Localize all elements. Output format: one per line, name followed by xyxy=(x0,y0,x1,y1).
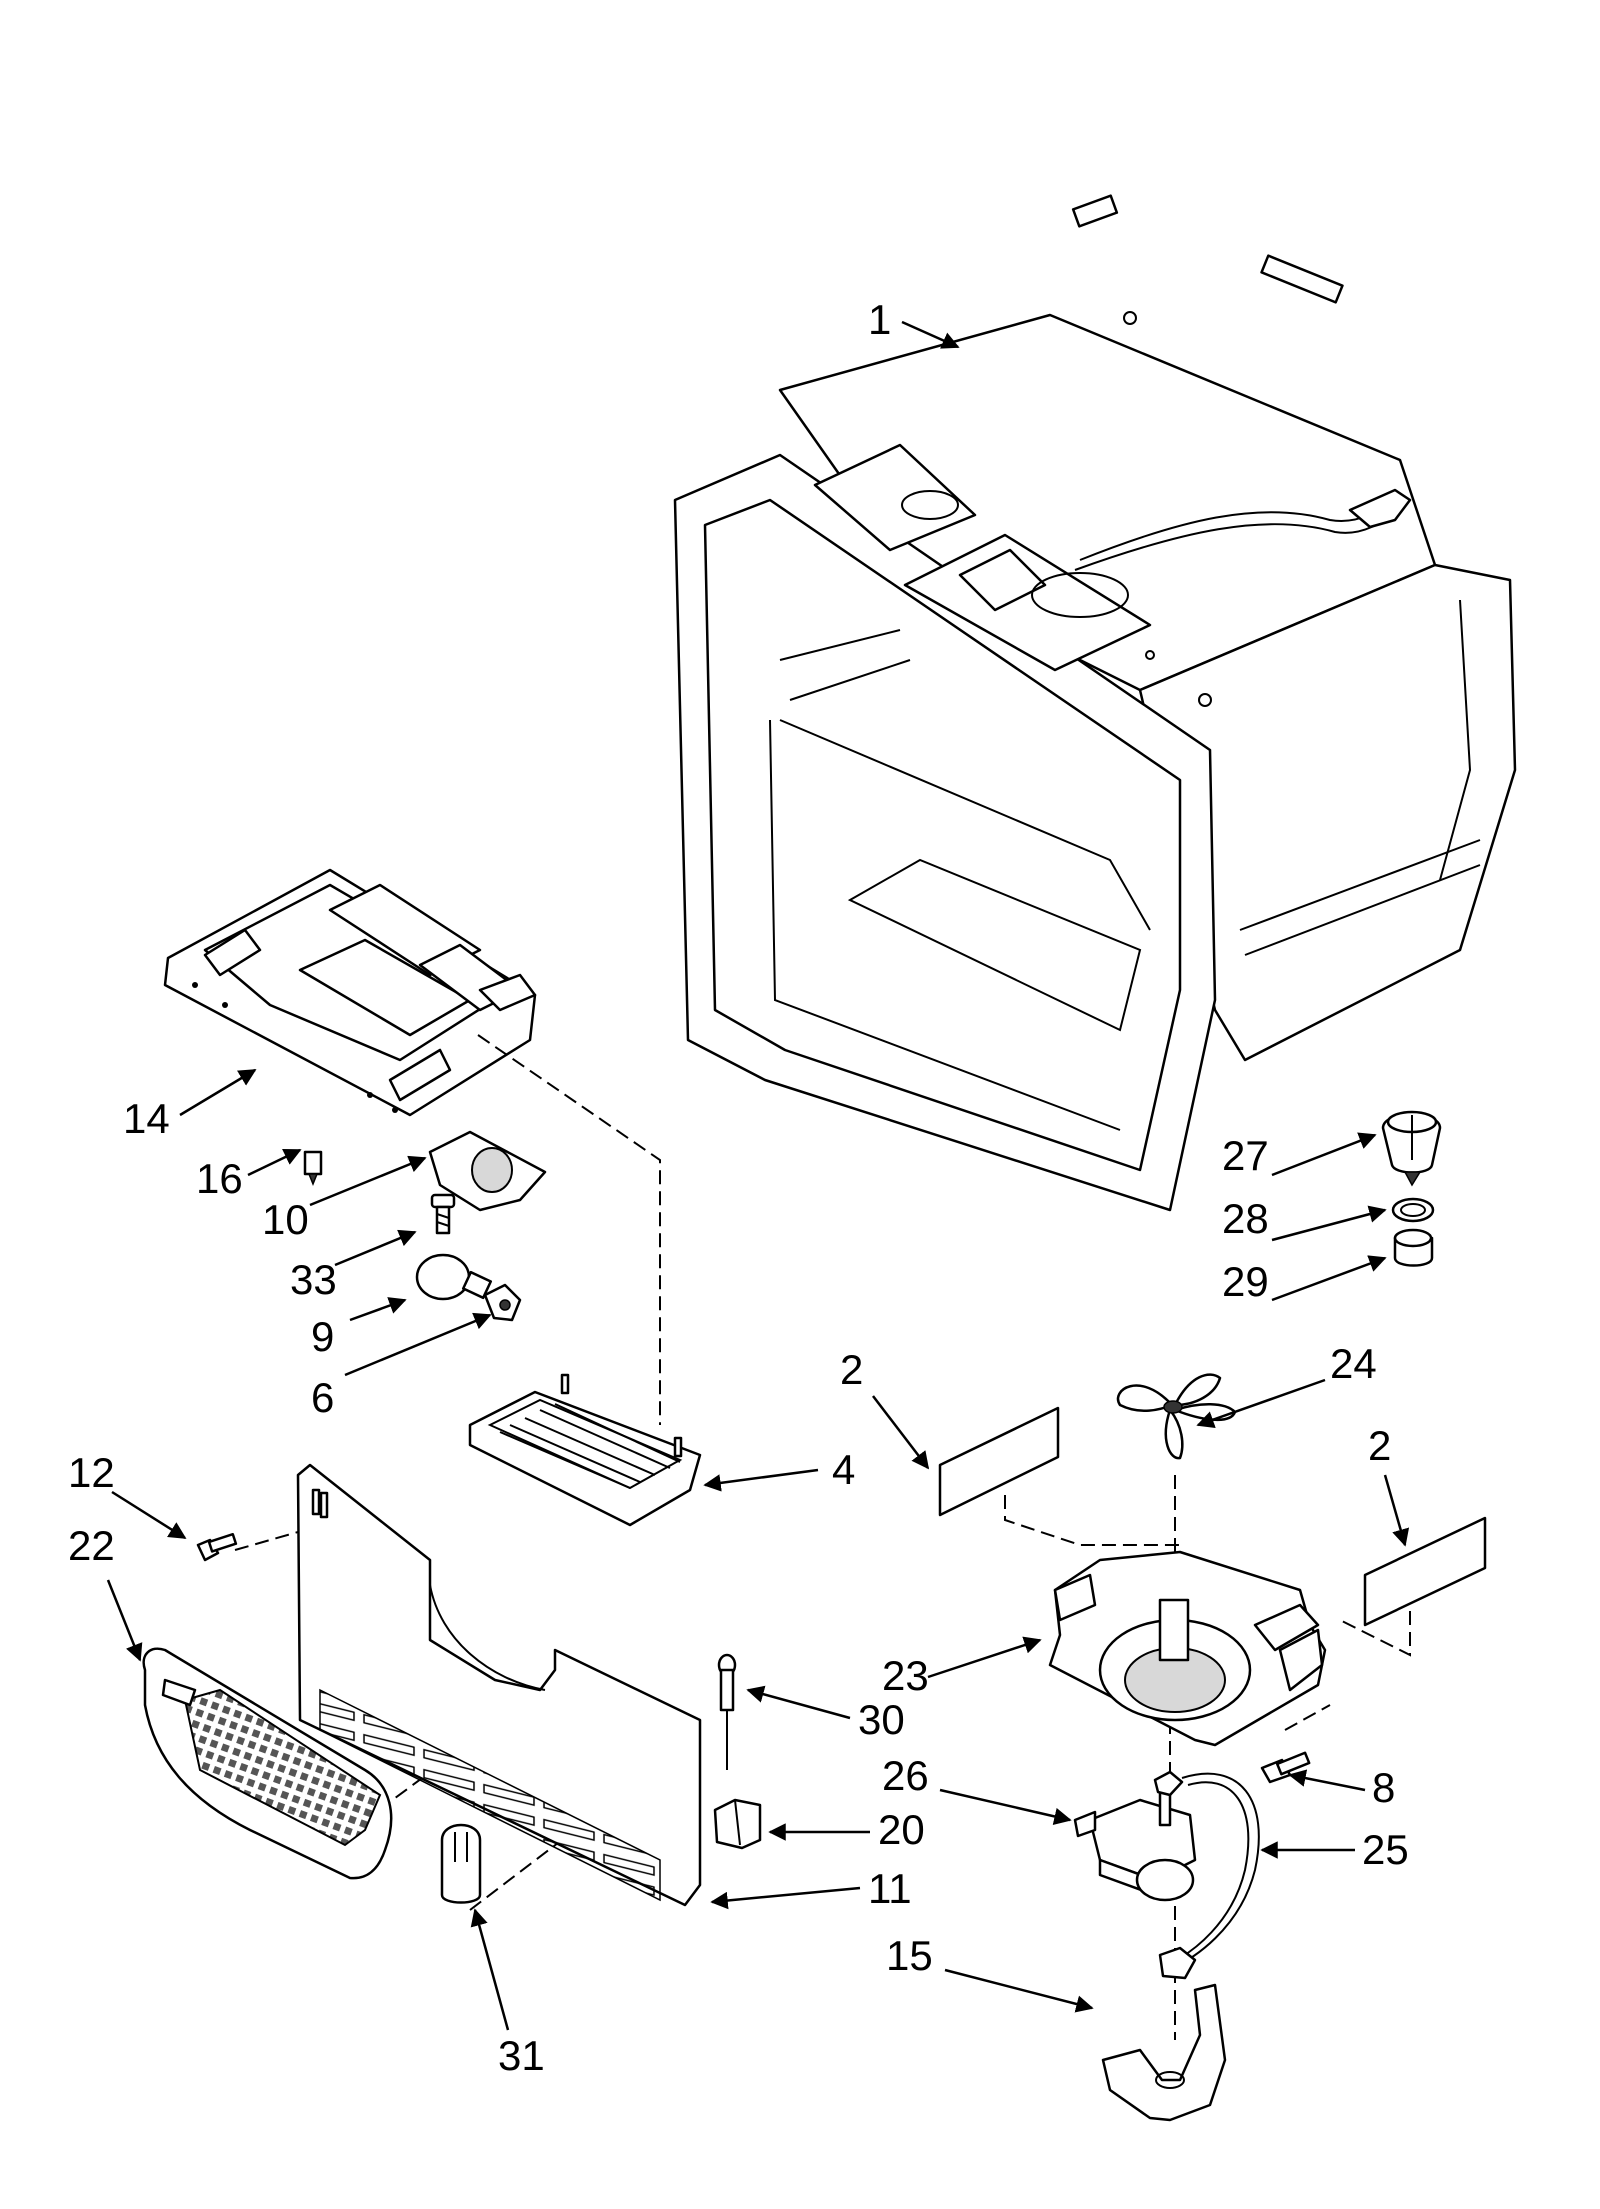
leader-lines xyxy=(106,320,1410,2031)
screw-part-12 xyxy=(196,1532,238,1562)
callout-25: 25 xyxy=(1362,1826,1409,1873)
grille-part-22 xyxy=(142,1647,393,1880)
callout-1: 1 xyxy=(868,296,891,343)
air-diffuser-part-14 xyxy=(163,868,537,1117)
callout-26: 26 xyxy=(882,1752,929,1799)
callout-24: 24 xyxy=(1330,1340,1377,1387)
lamp-socket-part-6 xyxy=(483,1283,522,1322)
fan-motor-part-26 xyxy=(1073,1770,1197,1902)
callout-2-right: 2 xyxy=(1368,1422,1391,1469)
callout-8: 8 xyxy=(1372,1764,1395,1811)
callout-2-left: 2 xyxy=(840,1346,863,1393)
motor-bracket-part-15 xyxy=(1101,1983,1227,2122)
callout-11: 11 xyxy=(868,1865,912,1912)
callout-31: 31 xyxy=(498,2032,545,2079)
light-bulb-part-9 xyxy=(415,1253,493,1301)
callout-29: 29 xyxy=(1222,1258,1269,1305)
foam-block-part-20 xyxy=(713,1798,762,1850)
callout-14: 14 xyxy=(123,1095,170,1142)
light-housing-part-10 xyxy=(428,1130,547,1212)
grommet-part-29 xyxy=(1393,1228,1434,1267)
callout-23: 23 xyxy=(882,1652,929,1699)
callout-33: 33 xyxy=(290,1256,337,1303)
callout-10: 10 xyxy=(262,1196,309,1243)
drain-funnel-part-27 xyxy=(1381,1110,1442,1187)
foam-strip-part-2-left xyxy=(938,1406,1060,1517)
callout-27: 27 xyxy=(1222,1132,1269,1179)
freezer-liner-part-1 xyxy=(673,194,1517,1212)
clip-part-16 xyxy=(303,1150,323,1187)
callout-4: 4 xyxy=(832,1446,855,1493)
callout-6: 6 xyxy=(311,1374,334,1421)
thermistor-part-30 xyxy=(717,1653,737,1770)
fan-blade-part-24 xyxy=(1116,1373,1237,1460)
foam-strip-part-2-right xyxy=(1363,1516,1487,1627)
callout-15: 15 xyxy=(886,1932,933,1979)
callout-30: 30 xyxy=(858,1696,905,1743)
evaporator-cover-part-4 xyxy=(468,1373,702,1527)
callout-22: 22 xyxy=(68,1522,115,1569)
callout-9: 9 xyxy=(311,1313,334,1360)
callout-20: 20 xyxy=(878,1806,925,1853)
fan-shroud-part-23 xyxy=(1048,1550,1327,1747)
callout-12: 12 xyxy=(68,1449,115,1496)
o-ring-part-28 xyxy=(1391,1197,1435,1223)
evaporator-cover-part-11 xyxy=(296,1463,702,1907)
screw-part-33 xyxy=(430,1193,456,1235)
wire-harness-part-25 xyxy=(1158,1772,1260,1980)
sensor-clip-part-31 xyxy=(440,1823,482,1904)
callout-16: 16 xyxy=(196,1155,243,1202)
callout-28: 28 xyxy=(1222,1195,1269,1242)
callout-labels: 1 14 16 10 33 9 6 27 28 29 2 4 24 2 12 2… xyxy=(68,296,1409,2079)
